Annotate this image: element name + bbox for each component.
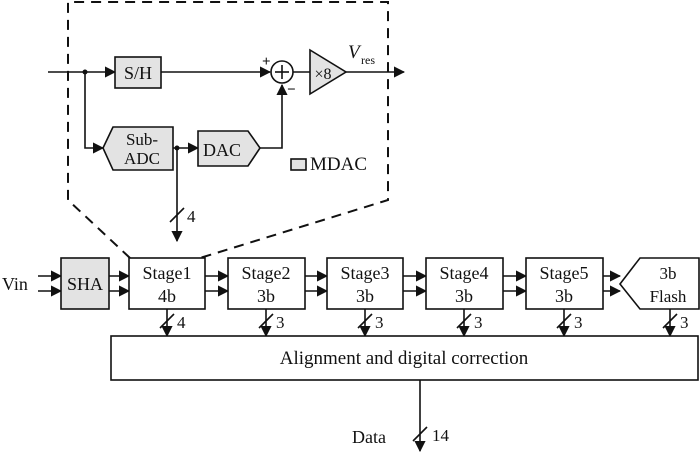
stage1-bits: 4b	[158, 286, 176, 306]
summer-plus-sign: +	[262, 54, 271, 70]
stage3-bits: 3b	[356, 286, 374, 306]
dac-to-summer-line	[260, 83, 288, 149]
stage1-name: Stage1	[143, 263, 192, 283]
stage4-name: Stage4	[440, 263, 489, 283]
sh-label: S/H	[124, 63, 152, 83]
stage4-bus-width: 3	[474, 313, 483, 332]
gain-amplifier	[309, 48, 348, 96]
stage4-bus-slash	[456, 313, 472, 329]
mdac-to-subadc-line	[84, 72, 105, 154]
mdac-bus-width: 4	[187, 207, 196, 226]
flash-label-line2: Flash	[650, 287, 687, 306]
mdac-legend-label: MDAC	[310, 154, 367, 175]
correction-block	[110, 335, 699, 381]
dac-block	[197, 130, 261, 167]
stage3-name: Stage3	[341, 263, 390, 283]
stage2-bus-slash	[258, 313, 274, 329]
mdac-zoom-outline	[67, 1, 389, 259]
flash-bus-width: 3	[680, 313, 689, 332]
data-output-slash	[412, 426, 428, 442]
stage1-block	[128, 257, 206, 310]
mdac-legend-swatch	[290, 158, 307, 171]
stage1-bus-slash	[159, 313, 175, 329]
stage3-bus-slash	[357, 313, 373, 329]
gain-label: ×8	[314, 66, 331, 83]
stage2-name: Stage2	[242, 263, 291, 283]
sha-block	[60, 257, 110, 310]
mdac-bus-slash	[169, 207, 185, 223]
correction-label: Alignment and digital correction	[280, 348, 529, 369]
flash-bus-slash	[662, 313, 678, 329]
sha-label: SHA	[67, 274, 103, 294]
dac-label: DAC	[203, 140, 241, 160]
stage3-block	[326, 257, 404, 310]
sh-block	[114, 56, 162, 89]
stage2-bits: 3b	[257, 286, 275, 306]
stage5-bits: 3b	[555, 286, 573, 306]
flash-label-line1: 3b	[660, 264, 677, 283]
stage5-name: Stage5	[540, 263, 589, 283]
stage5-bus-width: 3	[574, 313, 583, 332]
vres-subscript: res	[361, 53, 375, 67]
stage3-bus-width: 3	[375, 313, 384, 332]
stage5-bus-slash	[556, 313, 572, 329]
stage4-bits: 3b	[455, 286, 473, 306]
sub-adc-label-line1: Sub-	[126, 130, 158, 149]
stage5-block	[525, 257, 604, 310]
stage1-bus-width: 4	[177, 313, 186, 332]
data-output-width: 14	[432, 426, 450, 445]
vin-label: Vin	[2, 274, 28, 294]
data-output-label: Data	[352, 427, 386, 447]
sub-adc-label-line2: ADC	[124, 149, 160, 168]
flash-block	[618, 257, 700, 310]
stage2-bus-width: 3	[276, 313, 285, 332]
vres-label: V	[348, 42, 362, 63]
summer-minus-sign: −	[287, 82, 296, 98]
